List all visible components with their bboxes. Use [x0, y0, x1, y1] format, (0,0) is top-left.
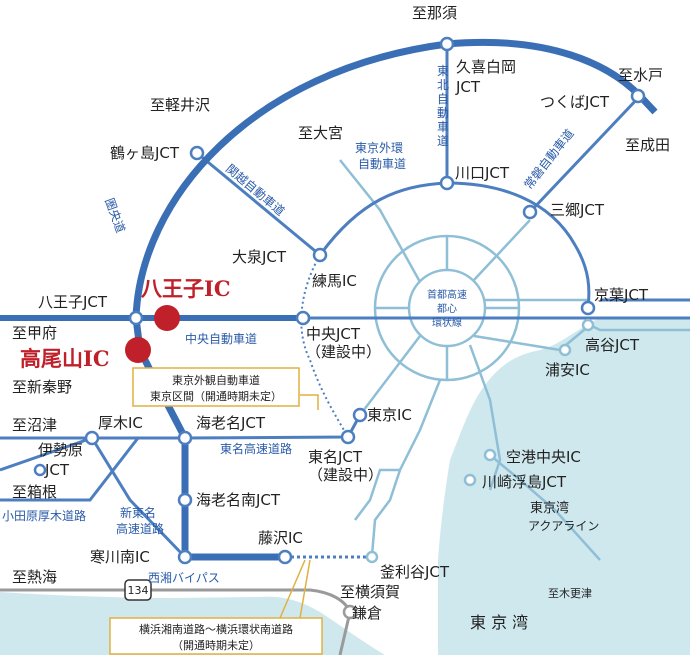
jct-isehara-1: 伊勢原: [38, 441, 83, 459]
dest-atami: 至熱海: [12, 568, 57, 586]
gaikan-dotted: [300, 254, 349, 438]
shutoko-network: [339, 159, 690, 561]
svg-text:東北自動車道: 東北自動車道: [437, 64, 449, 148]
road-seisho: 西湘バイパス: [148, 570, 220, 585]
jct-oizumi: 大泉JCT: [232, 248, 287, 266]
road-aqualine-2: アクアライン: [528, 519, 599, 533]
gaikan-tokyo-note: 東京外観自動車道 東京区間（開通時期未定）: [132, 367, 319, 410]
dest-shin-hatano: 至新秦野: [12, 378, 72, 396]
jct-keiyo: 京葉JCT: [594, 286, 649, 304]
jct-kuki-shiraoka-2: JCT: [455, 78, 481, 96]
dest-kofu: 至甲府: [12, 324, 57, 342]
dest-yokosuka: 至横須賀: [340, 583, 400, 601]
jct-tsukuba: つくばJCT: [540, 93, 610, 111]
takaosan-ic-label: 高尾山IC: [20, 346, 110, 371]
jct-misato: 三郷JCT: [550, 201, 605, 219]
takaosan-ic-marker[interactable]: [125, 337, 151, 363]
dest-kisarazu: 至木更津: [548, 587, 592, 600]
road-chuo: 中央自動車道: [185, 331, 257, 346]
ic-atsugi: 厚木IC: [98, 414, 143, 432]
jct-ebina: 海老名JCT: [196, 414, 266, 432]
ic-fujisawa: 藤沢IC: [258, 529, 303, 547]
gaikan-note-line2: 東京区間（開通時期未定）: [150, 389, 282, 403]
road-shin-tomei-1: 新東名: [120, 505, 156, 520]
jct-koya: 高谷JCT: [585, 336, 640, 354]
road-kenodo: 圏央道: [102, 196, 127, 235]
jct-kamariya: 釜利谷JCT: [380, 563, 450, 581]
jct-ebina-minami: 海老名南JCT: [196, 491, 281, 509]
dest-kamakura: 鎌倉: [352, 604, 382, 622]
jct-tomei-note: （建設中）: [308, 466, 383, 484]
jct-chuo: 中央JCT: [306, 325, 361, 343]
road-tomei: 東名高速道路: [220, 441, 292, 456]
yokohama-note-line1: 横浜湘南道路～横浜環状南道路: [139, 622, 293, 636]
jct-kawaguchi: 川口JCT: [455, 164, 510, 182]
dest-hakone: 至箱根: [12, 483, 57, 501]
ic-nerima: 練馬IC: [312, 272, 357, 290]
jct-kuki-shiraoka-1: 久喜白岡: [456, 58, 516, 76]
shutoko-3: 環状線: [432, 316, 462, 329]
kenodo-arc: [132, 38, 658, 319]
ic-urayasu: 浦安IC: [545, 361, 590, 379]
jct-tsurugashima: 鶴ヶ島JCT: [110, 144, 180, 162]
ic-tokyo: 東京IC: [367, 406, 412, 424]
shutoko-2: 都心: [437, 303, 457, 315]
road-kanetsu: 関越自動車道: [223, 162, 287, 219]
dest-mito: 至水戸: [618, 66, 663, 84]
dest-nasu: 至那須: [412, 4, 457, 22]
bay-label: 東 京 湾: [470, 613, 528, 632]
route-134-shield: 134: [124, 579, 152, 601]
jct-tomei: 東名JCT: [308, 448, 363, 466]
shutoko-1: 首都高速: [427, 288, 467, 301]
gaikan-arc: [318, 181, 591, 309]
jct-chuo-note: （建設中）: [306, 343, 381, 361]
road-odawara-atsugi: 小田原厚木道路: [2, 508, 86, 523]
road-gaikan-2: 自動車道: [358, 157, 406, 171]
road-aqualine-1: 東京湾: [530, 500, 569, 516]
route-134-label: 134: [128, 584, 149, 597]
dest-karuizawa: 至軽井沢: [150, 96, 210, 114]
dest-numazu: 至沼津: [12, 416, 57, 434]
hachioji-ic-label: 八王子IC: [141, 276, 231, 301]
ic-samukawa-minami: 寒川南IC: [90, 548, 150, 566]
yokohama-note-line2: （開通時期未定）: [172, 638, 260, 652]
road-tohoku: 東北自動車道: [437, 64, 449, 148]
dest-narita: 至成田: [625, 136, 670, 154]
hachioji-ic-marker[interactable]: [154, 305, 180, 331]
road-shin-tomei-2: 高速道路: [116, 521, 164, 536]
tokyo-bay-sea: [438, 318, 690, 655]
yokohama-note: 横浜湘南道路～横浜環状南道路 （開通時期未定）: [109, 559, 323, 655]
gaikan-note-line1: 東京外観自動車道: [172, 373, 260, 387]
road-joban: 常磐自動車道: [521, 126, 576, 191]
jct-kawasaki-ukishima: 川崎浮島JCT: [482, 473, 567, 491]
road-gaikan-1: 東京外環: [355, 141, 403, 155]
junction-nodes: [33, 36, 646, 620]
jct-hachioji: 八王子JCT: [38, 293, 108, 311]
jct-isehara-2: JCT: [44, 461, 70, 479]
dest-omiya: 至大宮: [298, 124, 343, 142]
ic-kuko-chuo: 空港中央IC: [506, 448, 581, 466]
